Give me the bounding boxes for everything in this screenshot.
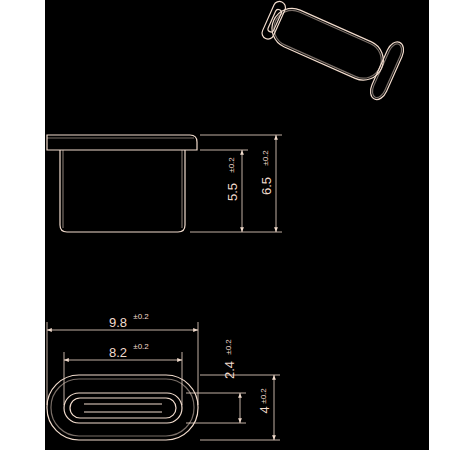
dimension-value: 6.5 [260,177,273,195]
background-panel [45,0,429,450]
isometric-view [256,0,407,102]
tolerance: ±0.2 [133,343,149,351]
tolerance: ±0.2 [225,339,233,355]
front-dimensions [47,322,280,440]
dimension-value: 8.2 [109,346,127,359]
dimension-value: 2.4 [223,361,236,379]
tolerance: ±0.2 [133,313,149,321]
tolerance: ±0.2 [228,157,236,173]
dimension-value: 4 [258,406,271,413]
side-view [47,135,197,232]
dimension-value: 9.8 [109,316,127,329]
side-dimensions [190,135,282,232]
tolerance: ±0.2 [262,150,270,166]
dimension-value: 5.5 [226,183,239,201]
tolerance: ±0.2 [260,388,268,404]
front-view [47,375,198,440]
